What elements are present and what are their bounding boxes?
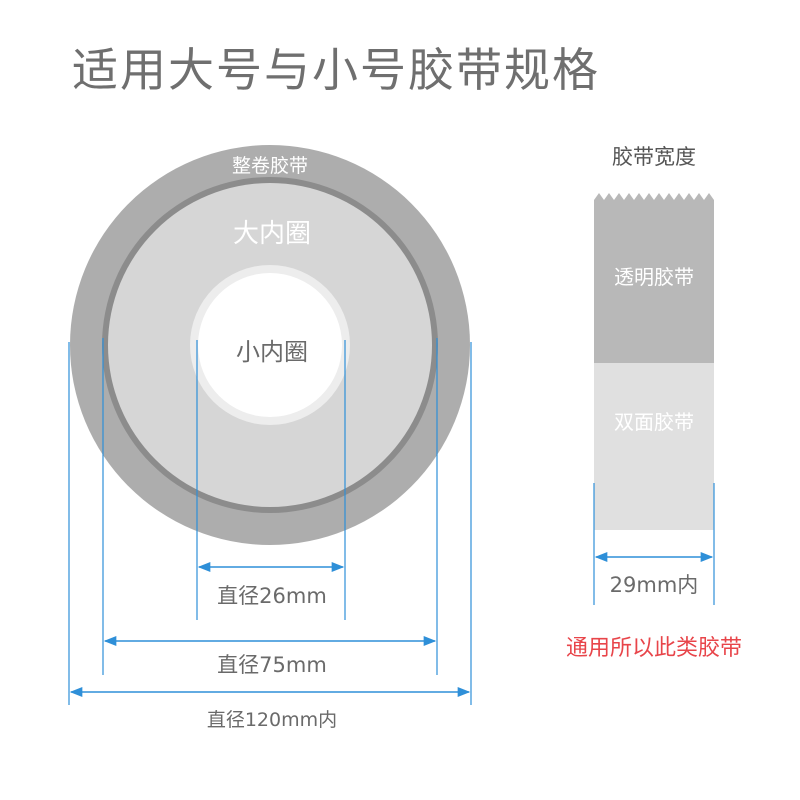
roll-guide-lines — [68, 338, 472, 705]
large-core-label: 大内圈 — [233, 219, 311, 249]
page-title: 适用大号与小号胶带规格 — [72, 43, 600, 97]
outer-roll-label: 整卷胶带 — [232, 155, 308, 177]
diameter-120-label: 直径120mm内 — [207, 709, 337, 731]
small-core-hole — [198, 273, 342, 417]
double-sided-tape-segment — [594, 363, 714, 530]
diameter-26-label: 直径26mm — [217, 584, 327, 608]
tape-guide-lines — [593, 483, 715, 605]
tape-width-label: 29mm内 — [610, 573, 699, 597]
dimension-arrows — [69, 561, 471, 698]
transparent-tape-label: 透明胶带 — [614, 265, 694, 289]
double-sided-tape-label: 双面胶带 — [614, 410, 694, 434]
tape-width-header: 胶带宽度 — [612, 145, 696, 169]
tape-strip — [594, 193, 714, 530]
diameter-75-label: 直径75mm — [217, 653, 327, 677]
transparent-tape-segment — [594, 193, 714, 363]
tape-roll — [70, 145, 470, 545]
small-core-label: 小内圈 — [236, 338, 308, 366]
universal-note: 通用所以此类胶带 — [566, 636, 742, 661]
